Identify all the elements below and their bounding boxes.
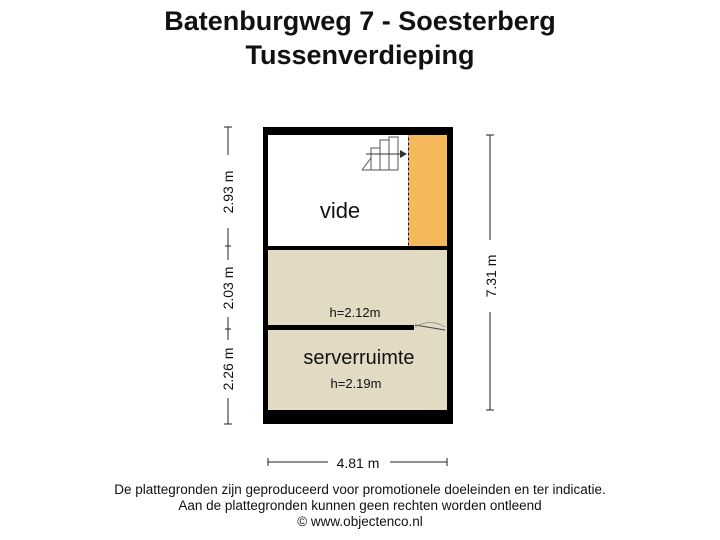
left-dimension-line <box>224 126 232 425</box>
middle-room <box>268 250 447 325</box>
arrow-head-icon <box>400 150 407 158</box>
door-swing <box>414 322 446 328</box>
room-label-vide: vide <box>320 198 360 223</box>
dimension-left-middle: 2.03 m <box>220 267 236 310</box>
disclaimer-line-1: De plattegronden zijn geproduceerd voor … <box>114 482 606 497</box>
page-title: Batenburgweg 7 - Soesterberg <box>164 6 556 36</box>
dimension-bottom-width: 4.81 m <box>337 455 380 471</box>
bottom-dimension-line <box>267 458 448 466</box>
stairs <box>361 136 399 171</box>
room-height-middle: h=2.12m <box>330 305 381 320</box>
floor-name: Tussenverdieping <box>245 40 475 70</box>
right-dimension-line <box>486 134 494 411</box>
dimension-left-top: 2.93 m <box>220 171 236 214</box>
room-label-serverruimte: serverruimte <box>303 347 414 369</box>
door-leaf <box>414 324 446 331</box>
dimension-left-bottom: 2.26 m <box>220 348 236 391</box>
shaft-element <box>409 135 447 246</box>
copyright-line: © www.objectenco.nl <box>297 514 423 529</box>
dimension-right-total: 7.31 m <box>483 255 499 298</box>
serverruimte-room <box>268 330 447 410</box>
vide-area <box>268 135 408 246</box>
disclaimer-line-2: Aan de plattegronden kunnen geen rechten… <box>178 498 542 513</box>
room-height-serverruimte: h=2.19m <box>331 376 382 391</box>
